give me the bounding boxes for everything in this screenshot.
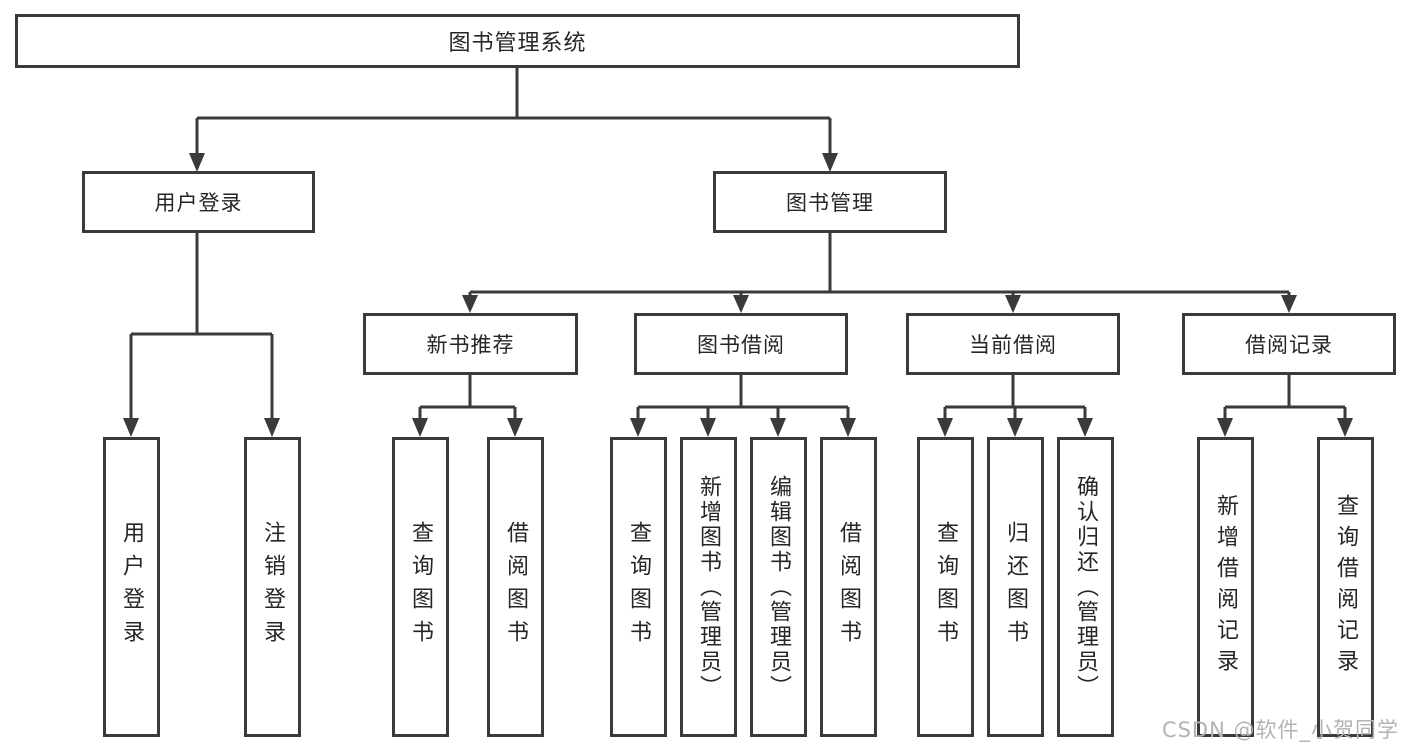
connector-userlogin-to-leaves: [123, 233, 280, 437]
node-new-book-recommend: 新书推荐: [363, 313, 578, 375]
leaf-borrow-books-recommend: 借阅图书: [487, 437, 544, 737]
leaf-query-borrow-record: 查询借阅记录: [1317, 437, 1374, 737]
leaf-query-books-recommend: 查询图书: [392, 437, 449, 737]
csdn-watermark: CSDN @软件_小贺同学: [1161, 718, 1399, 742]
leaf-logout: 注销登录: [244, 437, 301, 737]
connector-bookmgmt-to-level2: [462, 233, 1297, 313]
connector-records-to-leaves: [1217, 375, 1353, 437]
node-borrowing-records: 借阅记录: [1182, 313, 1396, 375]
leaf-user-login: 用户登录: [103, 437, 160, 737]
leaf-return-books: 归还图书: [987, 437, 1044, 737]
node-root-system: 图书管理系统: [15, 14, 1020, 68]
connector-root-to-level1: [189, 68, 838, 172]
connector-current-to-leaves: [937, 375, 1093, 437]
leaf-query-books-current: 查询图书: [917, 437, 974, 737]
leaf-edit-books-admin: 编辑图书（管理员）: [750, 437, 807, 737]
leaf-borrow-books: 借阅图书: [820, 437, 877, 737]
node-book-management-branch: 图书管理: [713, 171, 947, 233]
leaf-confirm-return-admin: 确认归还（管理员）: [1057, 437, 1114, 737]
node-book-borrowing: 图书借阅: [634, 313, 848, 375]
leaf-add-borrow-record: 新增借阅记录: [1197, 437, 1254, 737]
leaf-add-books-admin: 新增图书（管理员）: [680, 437, 737, 737]
connector-newbooks-to-leaves: [412, 375, 523, 437]
leaf-query-books-borrowing: 查询图书: [610, 437, 667, 737]
connector-borrowing-to-leaves: [630, 375, 856, 437]
node-current-borrowing: 当前借阅: [906, 313, 1120, 375]
node-user-login-branch: 用户登录: [82, 171, 315, 233]
